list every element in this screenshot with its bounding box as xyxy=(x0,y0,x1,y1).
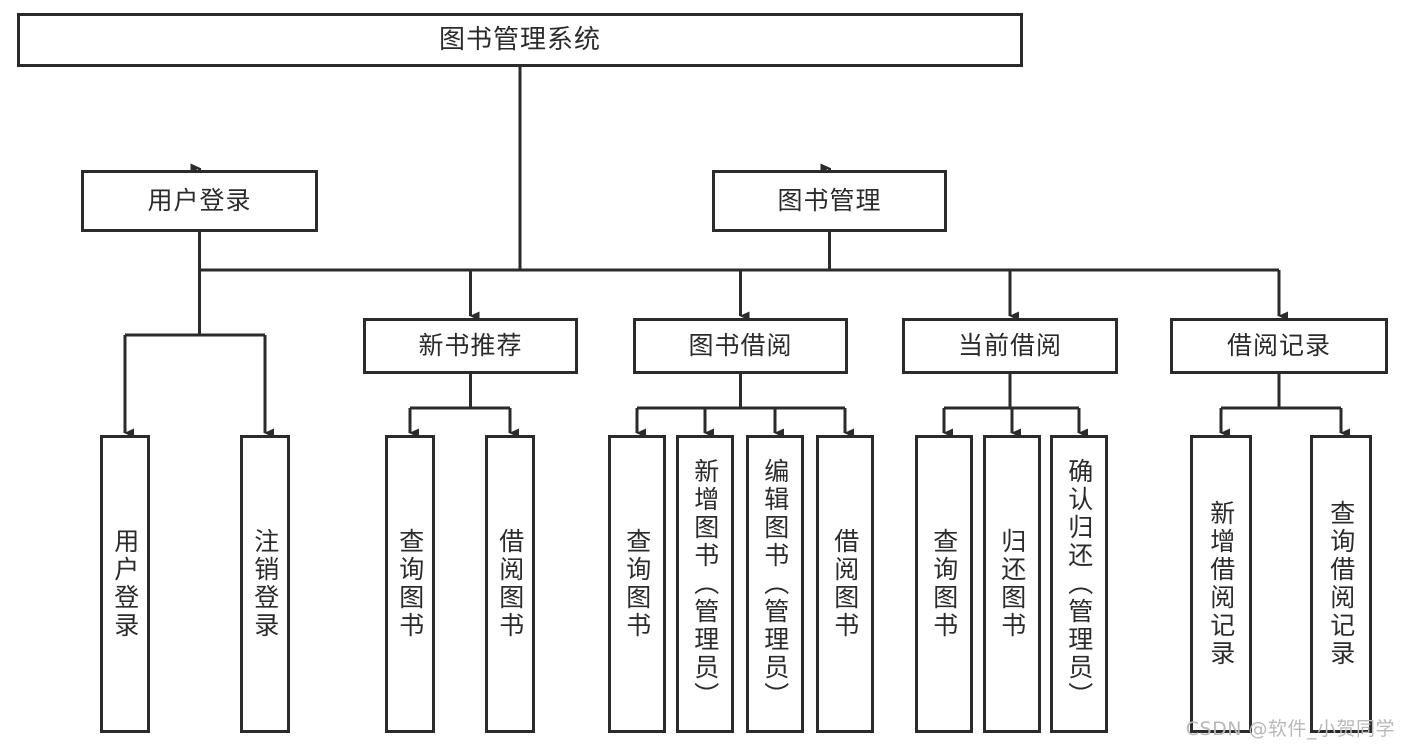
node-label: 归还图书 xyxy=(997,528,1027,640)
node-leaf-9[interactable]: 归还图书 xyxy=(983,435,1041,733)
node-label: 确认归还（管理员） xyxy=(1064,458,1094,710)
node-l2-2[interactable]: 当前借阅 xyxy=(902,318,1118,374)
node-leaf-7[interactable]: 借阅图书 xyxy=(816,435,874,733)
node-l1-1[interactable]: 图书管理 xyxy=(712,170,947,232)
node-leaf-6[interactable]: 编辑图书（管理员） xyxy=(746,435,804,733)
node-label: 图书借阅 xyxy=(688,331,793,361)
node-label: 图书管理系统 xyxy=(438,24,601,55)
watermark: CSDN @软件_小贺同学 xyxy=(1185,718,1395,740)
node-label: 查询图书 xyxy=(929,528,959,640)
node-l1-0[interactable]: 用户登录 xyxy=(81,170,318,232)
node-label: 新增借阅记录 xyxy=(1206,500,1236,668)
node-label: 图书管理 xyxy=(777,186,882,216)
node-label: 查询图书 xyxy=(395,528,425,640)
node-leaf-4[interactable]: 查询图书 xyxy=(608,435,666,733)
node-label: 查询图书 xyxy=(622,528,652,640)
node-leaf-10[interactable]: 确认归还（管理员） xyxy=(1050,435,1108,733)
node-label: 用户登录 xyxy=(110,528,140,640)
node-l2-3[interactable]: 借阅记录 xyxy=(1170,318,1388,374)
node-label: 借阅图书 xyxy=(830,528,860,640)
node-l2-1[interactable]: 图书借阅 xyxy=(633,318,848,374)
node-label: 新增图书（管理员） xyxy=(690,458,720,710)
node-leaf-8[interactable]: 查询图书 xyxy=(915,435,973,733)
node-label: 新书推荐 xyxy=(418,331,523,361)
node-leaf-3[interactable]: 借阅图书 xyxy=(485,435,535,733)
node-leaf-5[interactable]: 新增图书（管理员） xyxy=(676,435,734,733)
node-label: 编辑图书（管理员） xyxy=(760,458,790,710)
node-label: 借阅图书 xyxy=(495,528,525,640)
node-leaf-12[interactable]: 查询借阅记录 xyxy=(1310,435,1372,733)
node-root[interactable]: 图书管理系统 xyxy=(17,13,1023,67)
node-leaf-11[interactable]: 新增借阅记录 xyxy=(1190,435,1252,733)
node-label: 查询借阅记录 xyxy=(1326,500,1356,668)
node-leaf-1[interactable]: 注销登录 xyxy=(240,435,290,733)
node-leaf-2[interactable]: 查询图书 xyxy=(385,435,435,733)
node-label: 注销登录 xyxy=(250,528,280,640)
node-l2-0[interactable]: 新书推荐 xyxy=(363,318,578,374)
node-label: 用户登录 xyxy=(147,186,252,216)
node-label: 当前借阅 xyxy=(957,331,1062,361)
node-label: 借阅记录 xyxy=(1226,331,1331,361)
edge-group xyxy=(123,67,1350,438)
node-leaf-0[interactable]: 用户登录 xyxy=(100,435,150,733)
